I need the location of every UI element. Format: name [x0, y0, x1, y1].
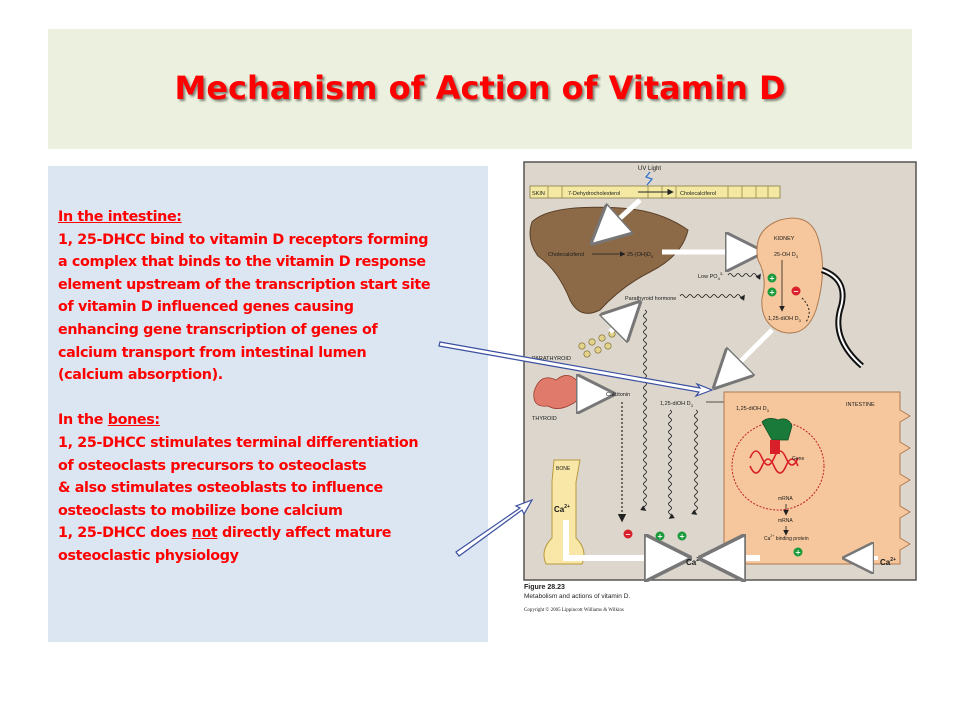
thyroid-illustration: [533, 375, 581, 409]
text-body: In the intestine: 1, 25-DHCC bind to vit…: [58, 206, 484, 568]
intestine-line: a complex that binds to the vitamin D re…: [58, 254, 426, 271]
minus-sign: −: [623, 529, 633, 539]
not-word: not: [191, 525, 218, 542]
svg-text:+: +: [769, 275, 775, 283]
uv-light-label: UV Light: [638, 166, 661, 172]
uv-light-icon: [644, 171, 654, 186]
response-element: [770, 440, 780, 454]
title-bar: Mechanism of Action of Vitamin D: [48, 29, 912, 149]
low-po4-arrow: [727, 273, 761, 280]
svg-text:+: +: [657, 533, 663, 541]
plus-sign: +: [655, 531, 665, 541]
bones-line: 1, 25-DHCC stimulates terminal different…: [58, 434, 419, 451]
intestine-125-label: 1,25-diOH D3: [736, 406, 770, 413]
low-po4-label: Low PO43-: [698, 271, 724, 281]
liver-product-label: 25-(OH)D3: [627, 252, 654, 259]
pth-label: Parathyroid hormone: [625, 296, 676, 302]
parathyroid-arrow: [610, 308, 634, 332]
skin-to-liver-arrow: [598, 198, 642, 238]
svg-text:+: +: [795, 549, 801, 557]
ureter-tube-inner: [821, 269, 863, 367]
dna-strand: [749, 458, 799, 474]
bone-to-blood-arrow: [563, 520, 670, 561]
lumen-calcium-label: Ca2+: [880, 557, 896, 567]
bones-line: of osteoclasts precursors to osteoclasts: [58, 457, 367, 474]
vitd-to-bone-wavy-line: [668, 409, 675, 519]
mid-125-label: 1,25-diOH D3: [660, 401, 694, 408]
gene-label: Gene: [792, 456, 804, 462]
vitd-to-blood-wavy-line: [691, 409, 698, 515]
cholecalciferol-skin-label: Cholecalciferol: [680, 191, 716, 197]
svg-text:+: +: [769, 289, 775, 297]
bone-calcium-label: Ca2+: [554, 504, 570, 514]
mrna-label-1: mRNA: [778, 496, 793, 502]
bone-illustration: [543, 459, 585, 565]
plus-sign: +: [767, 287, 777, 297]
slide-title: Mechanism of Action of Vitamin D: [174, 69, 786, 107]
bones-line-suffix: directly affect mature: [217, 525, 392, 542]
kidney-25oh-label: 25-OH D3: [774, 252, 799, 259]
intestine-line: element upstream of the transcription st…: [58, 276, 431, 293]
plus-sign: +: [793, 547, 803, 557]
figure-caption-title: Figure 28.23: [524, 584, 565, 591]
binding-protein-label: Ca2+ binding protein: [764, 534, 809, 542]
spacer: [58, 387, 484, 410]
svg-text:−: −: [793, 288, 799, 296]
intestine-line: calcium transport from intestinal lumen: [58, 344, 367, 361]
bones-line-not: 1, 25-DHCC does not directly affect matu…: [58, 522, 484, 545]
svg-text:−: −: [625, 531, 631, 539]
parathyroid-label: PARATHYROID: [532, 356, 571, 362]
bones-heading-word: bones:: [107, 412, 160, 429]
calcitonin-label: Calcitonin: [606, 392, 630, 398]
kidney-125-label: 1,25-diOH D3: [768, 316, 802, 323]
kidney-label: KIDNEY: [774, 236, 795, 242]
bones-line-prefix: 1, 25-DHCC does: [58, 525, 192, 542]
kidney-illustration: [756, 217, 824, 334]
dna-strand: [749, 450, 799, 466]
mrna-label-2: mRNA: [778, 518, 793, 524]
minus-sign: −: [791, 286, 801, 296]
intestine-line: 1, 25-DHCC bind to vitamin D receptors f…: [58, 231, 429, 248]
intestine-label: INTESTINE: [846, 402, 875, 408]
bones-line: osteoclastic physiology: [58, 547, 239, 564]
dehydrocholesterol-label: 7-Dehydrocholesterol: [568, 191, 620, 197]
intestine-line: (calcium absorption).: [58, 367, 223, 384]
bones-line: & also stimulates osteoblasts to influen…: [58, 480, 383, 497]
skin-label: SKIN: [532, 191, 545, 197]
intestine-line: enhancing gene transcription of genes of: [58, 321, 378, 338]
thyroid-label: THYROID: [532, 416, 557, 422]
feedback-arrow: [801, 297, 810, 323]
figure-diagram: SKIN 7-Dehydrocholesterol Cholecalcifero…: [523, 161, 917, 625]
cholecalciferol-liver-label: Cholecalciferol: [548, 252, 584, 258]
kidney-to-intestine-arrow: [720, 328, 774, 382]
bones-heading-prefix: In the: [58, 412, 108, 429]
pth-to-kidney-arrow: [679, 294, 745, 301]
bones-line: osteoclasts to mobilize bone calcium: [58, 502, 343, 519]
svg-text:+: +: [679, 533, 685, 541]
text-panel: In the intestine: 1, 25-DHCC bind to vit…: [48, 166, 488, 642]
vitamin-d-figure: SKIN 7-Dehydrocholesterol Cholecalcifero…: [510, 160, 920, 625]
intestine-cell: [723, 391, 911, 565]
figure-copyright: Copyright © 2005 Lippincott Williams & W…: [524, 608, 624, 613]
vitamin-d-receptor: [761, 418, 793, 441]
intestine-line: of vitamin D influenced genes causing: [58, 299, 354, 316]
figure-caption-subtitle: Metabolism and actions of vitamin D.: [524, 593, 631, 600]
plus-sign: +: [767, 273, 777, 283]
bone-label: BONE: [556, 466, 571, 472]
intestine-heading: In the intestine:: [58, 209, 182, 225]
plus-sign: +: [677, 531, 687, 541]
bones-heading: In the bones:: [58, 409, 484, 432]
